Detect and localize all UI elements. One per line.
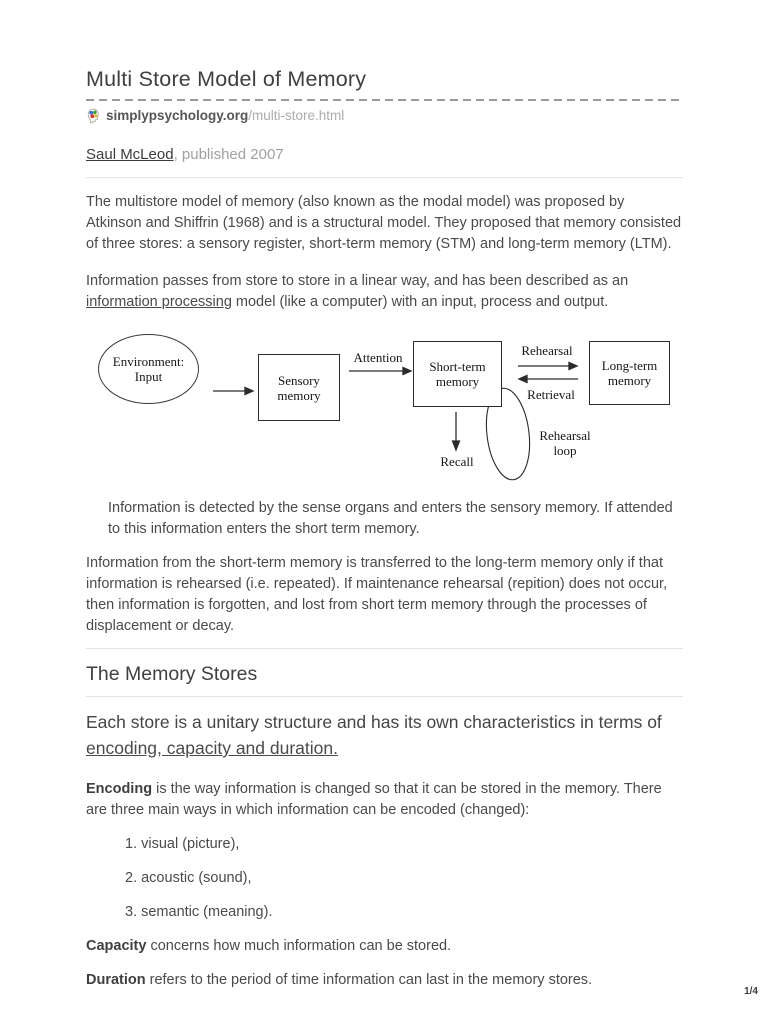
author-link[interactable]: Saul McLeod xyxy=(86,146,174,163)
list-item-visual: 1. visual (picture), xyxy=(125,835,240,852)
byline: Saul McLeod, published 2007 xyxy=(86,145,683,165)
divider-under-byline xyxy=(86,177,683,178)
duration-term: Duration xyxy=(86,971,146,988)
paragraph-text: Information passes from store to store i… xyxy=(86,273,629,289)
simplypsychology-favicon-icon xyxy=(86,108,100,124)
rehearsal-loop-label: Rehearsal loop xyxy=(539,428,591,458)
long-term-memory-label: Long-term memory xyxy=(601,358,658,388)
paragraph-text: concerns how much information can be sto… xyxy=(146,937,452,954)
short-term-memory-node: Short-term memory xyxy=(413,341,502,407)
input-label: Input xyxy=(134,369,163,384)
environment-input-node: Environment: Input xyxy=(98,334,199,404)
retrieval-label: Retrieval xyxy=(527,387,575,402)
recall-label: Recall xyxy=(440,454,474,469)
paragraph-text: Each store is a unitary structure and ha… xyxy=(86,712,662,732)
unitary-structure-paragraph: Each store is a unitary structure and ha… xyxy=(86,709,683,761)
document-content: Multi Store Model of Memory simplypsycho… xyxy=(86,0,683,991)
capacity-paragraph: Capacity concerns how much information c… xyxy=(86,936,683,957)
page-title: Multi Store Model of Memory xyxy=(86,67,367,91)
diagram-arrows xyxy=(213,361,579,481)
encoding-term: Encoding xyxy=(86,780,153,797)
paragraph-text: model (like a computer) with an input, p… xyxy=(231,294,609,310)
divider-before-section xyxy=(86,648,683,649)
long-term-memory-node: Long-term memory xyxy=(589,341,670,405)
paragraph-text: refers to the period of time information… xyxy=(145,971,593,988)
environment-label: Environment: xyxy=(112,354,185,369)
sensory-memory-node: Sensory memory xyxy=(258,354,340,421)
encoding-capacity-duration-link[interactable]: encoding, capacity and duration. xyxy=(86,738,338,758)
information-processing-link[interactable]: information processing xyxy=(86,294,232,310)
intro-paragraph: The multistore model of memory (also kno… xyxy=(86,194,682,252)
paragraph-text: is the way information is changed so tha… xyxy=(86,780,662,818)
list-item-semantic: 3. semantic (meaning). xyxy=(125,903,273,920)
diagram-caption: Information is detected by the sense org… xyxy=(108,500,673,537)
linear-way-paragraph: Information passes from store to store i… xyxy=(86,271,683,313)
list-item-acoustic: 2. acoustic (sound), xyxy=(125,869,252,886)
published-date: , published 2007 xyxy=(173,146,284,163)
rehearsal-paragraph: Information from the short-term memory i… xyxy=(86,555,668,634)
encoding-paragraph: Encoding is the way information is chang… xyxy=(86,779,683,821)
sensory-memory-label: Sensory memory xyxy=(277,372,321,403)
source-domain: simplypsychology.org xyxy=(106,108,249,123)
dashed-divider xyxy=(86,99,683,101)
duration-paragraph: Duration refers to the period of time in… xyxy=(86,970,683,991)
source-path: /multi-store.html xyxy=(248,108,345,123)
source-url-row: simplypsychology.org/multi-store.html xyxy=(86,107,683,124)
page-number-indicator: 1/4 xyxy=(744,986,758,997)
rehearsal-label: Rehearsal xyxy=(521,343,573,358)
short-term-memory-label: Short-term memory xyxy=(429,359,486,389)
section-heading-memory-stores: The Memory Stores xyxy=(86,662,683,697)
memory-model-diagram: Environment: Input Sensory memory Attent… xyxy=(86,330,683,487)
attention-label: Attention xyxy=(353,350,403,365)
capacity-term: Capacity xyxy=(86,937,147,954)
